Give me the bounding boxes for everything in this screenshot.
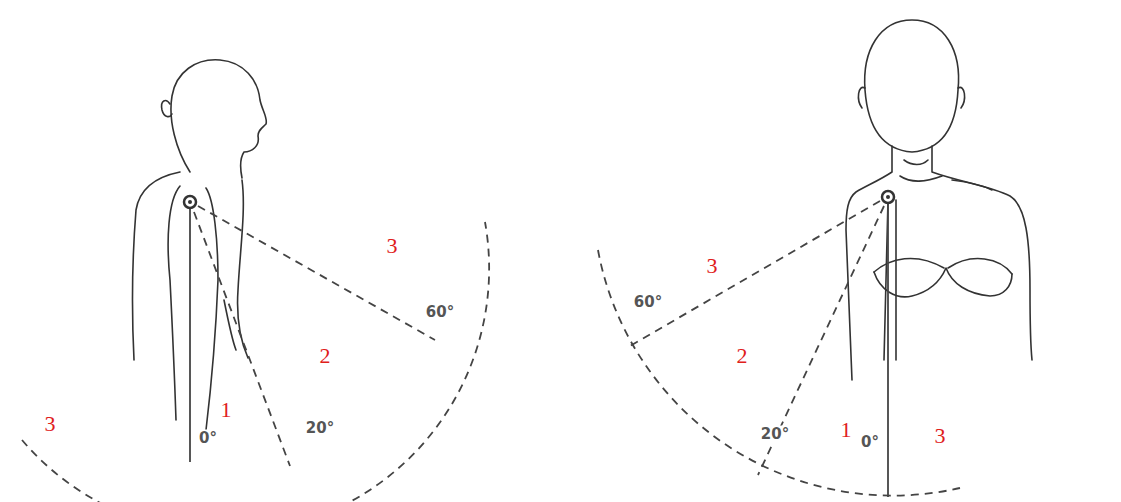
pivot-point — [184, 196, 196, 208]
zone-number: 1 — [219, 398, 234, 422]
zone-number: 2 — [318, 344, 333, 368]
angle-label: 20° — [304, 420, 336, 437]
ear — [162, 101, 172, 117]
pivot-point — [188, 200, 192, 204]
range-arc — [22, 222, 489, 502]
angle-label: 0° — [197, 430, 219, 447]
arm-line — [895, 200, 897, 360]
right-shoulder-outline — [932, 146, 1032, 360]
collar-line — [952, 180, 992, 190]
zero-line — [887, 197, 889, 497]
left-shoulder-outline — [846, 146, 892, 380]
chest-line — [874, 258, 1012, 274]
arm-front — [206, 188, 218, 430]
zero-line — [189, 202, 191, 462]
zone-number: 2 — [735, 344, 750, 368]
pivot-point — [882, 191, 894, 203]
sixty-degree-line — [198, 206, 435, 340]
angle-label: 60° — [424, 304, 456, 321]
ear — [858, 87, 865, 108]
zone-number: 1 — [839, 418, 854, 442]
angle-label: 20° — [759, 426, 791, 443]
head-outline — [865, 20, 959, 152]
pivot-point — [886, 195, 890, 199]
collar-line — [900, 176, 942, 181]
angle-label: 0° — [859, 434, 881, 451]
zone-number: 3 — [385, 234, 400, 258]
ear — [958, 87, 965, 108]
sixty-degree-line — [630, 201, 880, 346]
angle-label: 60° — [632, 294, 664, 311]
zone-number: 3 — [43, 412, 58, 436]
twenty-degree-line — [758, 206, 884, 475]
zone-number: 3 — [705, 254, 720, 278]
range-arc — [598, 250, 960, 496]
arm-back — [168, 186, 180, 420]
neck-line — [904, 160, 928, 165]
head-outline — [171, 60, 266, 178]
pectoral-outline — [874, 268, 1012, 297]
zone-number: 3 — [933, 424, 948, 448]
